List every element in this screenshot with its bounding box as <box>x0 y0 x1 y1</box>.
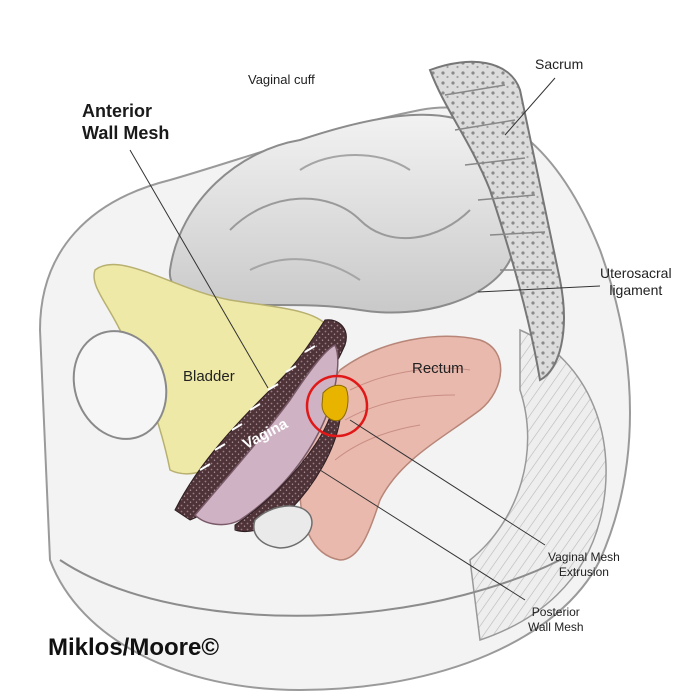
leader-uterosacral-ligament <box>477 285 601 293</box>
label-uterosacral-ligament: Uterosacral ligament <box>600 265 672 299</box>
label-uterosacral-line2: ligament <box>609 282 663 298</box>
label-vaginal-mesh-extrusion: Vaginal Mesh Extrusion <box>548 550 620 580</box>
label-bladder: Bladder <box>183 368 235 385</box>
label-extrusion-line1: Vaginal Mesh <box>548 550 620 564</box>
copyright-notice: Miklos/Moore© <box>48 634 220 661</box>
label-extrusion-line2: Extrusion <box>558 565 609 579</box>
leader-anterior-wall-mesh <box>129 149 269 389</box>
leader-posterior-wall-mesh <box>319 469 526 601</box>
leader-sacrum <box>504 77 556 136</box>
coccyx <box>253 505 313 549</box>
label-posterior-line1: Posterior <box>531 605 580 619</box>
label-posterior-line2: Wall Mesh <box>528 620 584 634</box>
mesh-extrusion <box>321 384 349 422</box>
label-anterior-wall-mesh-line1: Anterior <box>82 101 153 121</box>
pelvic-floor-muscle <box>469 328 607 642</box>
label-anterior-wall-mesh: Anterior Wall Mesh <box>82 100 169 144</box>
leader-vaginal-mesh-extrusion <box>349 419 546 546</box>
label-sacrum: Sacrum <box>535 56 584 72</box>
label-vaginal-cuff: Vaginal cuff <box>248 72 315 87</box>
label-uterosacral-line1: Uterosacral <box>600 265 672 281</box>
label-posterior-wall-mesh: Posterior Wall Mesh <box>528 605 584 635</box>
sacrum-bone <box>428 60 565 382</box>
extrusion-highlight-circle <box>305 374 369 438</box>
label-rectum: Rectum <box>412 360 464 377</box>
pubic-bone <box>72 330 168 440</box>
vagina <box>193 343 339 526</box>
mesh-sutures <box>199 345 316 471</box>
label-anterior-wall-mesh-line2: Wall Mesh <box>82 123 170 143</box>
